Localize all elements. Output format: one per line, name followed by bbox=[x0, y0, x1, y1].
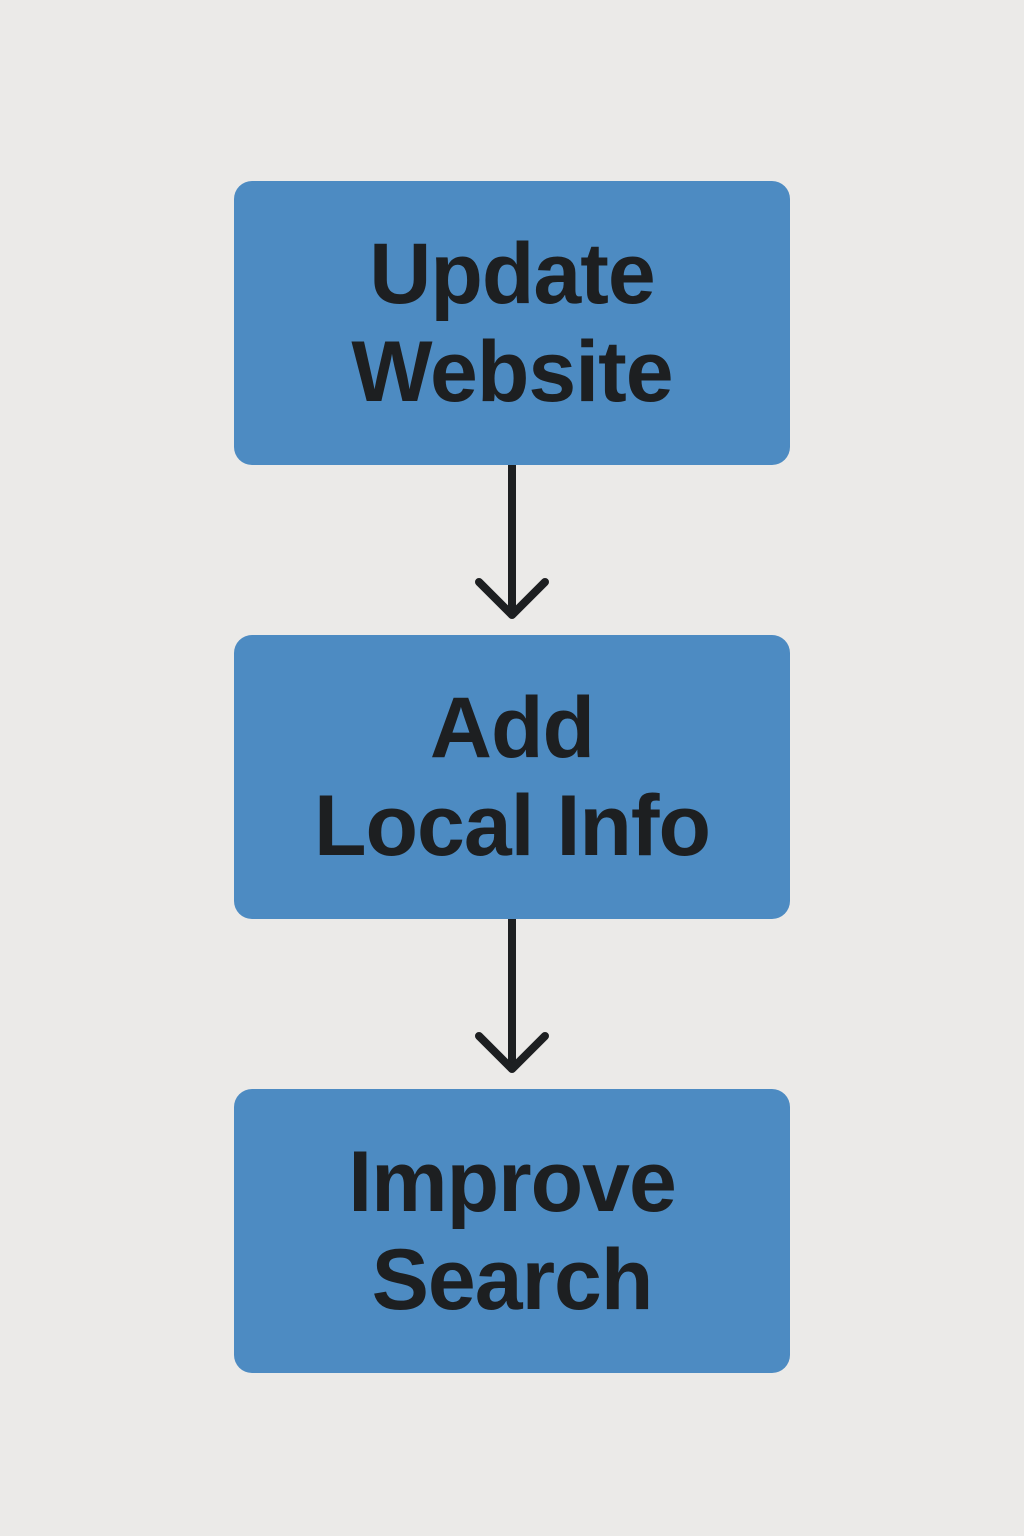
arrow-head bbox=[475, 578, 549, 619]
flow-step-label: Add Local Info bbox=[313, 680, 711, 874]
flow-step-label: Improve Search bbox=[348, 1134, 677, 1328]
flow-step-label: Update Website bbox=[351, 226, 673, 420]
arrow-down-icon bbox=[475, 919, 549, 1073]
flow-step-update-website: Update Website bbox=[234, 181, 790, 465]
flow-step-add-local-info: Add Local Info bbox=[234, 635, 790, 919]
arrow-head bbox=[475, 1032, 549, 1073]
arrow-down-icon bbox=[475, 465, 549, 619]
flow-step-improve-search: Improve Search bbox=[234, 1089, 790, 1373]
